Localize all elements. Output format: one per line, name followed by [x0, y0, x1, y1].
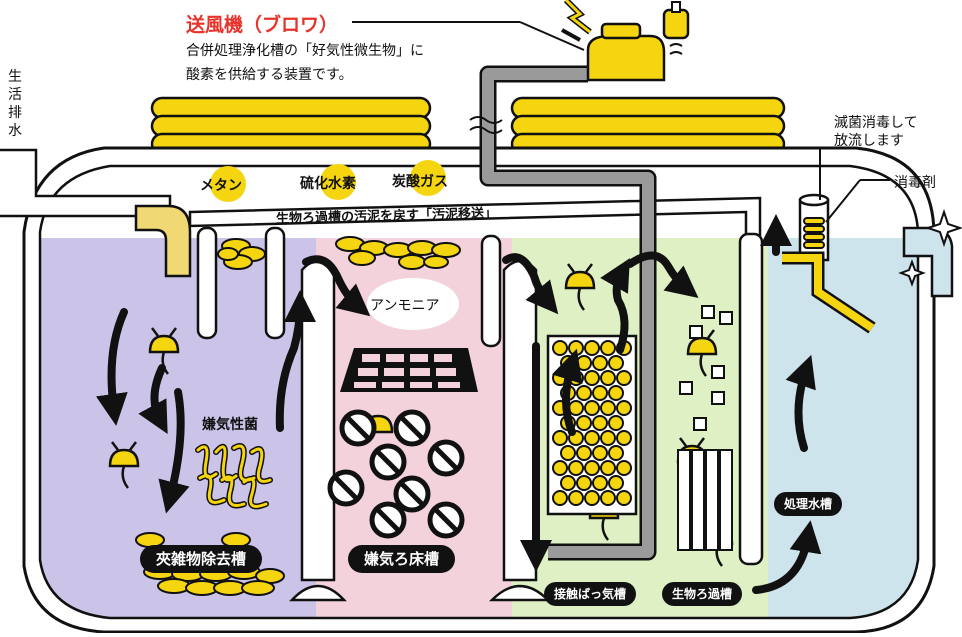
contact-media-cell	[608, 445, 624, 461]
contact-media-cell	[616, 430, 632, 446]
inlet-elbow	[134, 204, 192, 278]
contact-media-cell	[584, 430, 600, 446]
contact-media	[546, 334, 638, 516]
contact-media-cell	[592, 475, 608, 491]
contact-media-cell	[584, 340, 600, 356]
contact-media-cell	[568, 340, 584, 356]
bacteria-label: 嫌気性菌	[202, 417, 258, 433]
contact-media-cell	[616, 490, 632, 506]
tank-label-treated-water: 処理水槽	[774, 492, 843, 516]
gas-h2s-label: 硫化水素	[300, 176, 356, 192]
release-label-2: 放流します	[834, 133, 904, 149]
tank-label-screening: 夾雑物除去槽	[140, 545, 263, 573]
tank-label-contact-aeration: 接触ばっ気槽	[544, 582, 637, 606]
inlet-label-4: 水	[8, 123, 22, 139]
blower-description-2: 酸素を供給する装置です。	[186, 67, 353, 83]
inlet-label-3: 排	[8, 105, 22, 121]
contact-media-cell	[616, 370, 632, 386]
contact-media-cell	[576, 355, 592, 371]
filter-grid	[340, 348, 478, 392]
gas-co2-label: 炭酸ガス	[392, 174, 448, 190]
contact-media-cell	[560, 445, 576, 461]
tank-label-biofilter: 生物ろ過槽	[662, 582, 743, 606]
contact-media-cell	[608, 385, 624, 401]
contact-media-cell	[568, 490, 584, 506]
release-label-1: 滅菌消毒して	[834, 115, 918, 131]
contact-media-cell	[584, 400, 600, 416]
contact-media-cell	[552, 460, 568, 476]
gas-methane-label: メタン	[200, 178, 242, 194]
contact-media-cell	[600, 460, 616, 476]
contact-media-cell	[600, 370, 616, 386]
contact-media-cell	[592, 415, 608, 431]
contact-media-cell	[568, 460, 584, 476]
contact-media-cell	[552, 430, 568, 446]
contact-media-cell	[584, 370, 600, 386]
tank-inner-wall	[38, 164, 920, 620]
contact-media-cell	[616, 400, 632, 416]
contact-media-cell	[576, 445, 592, 461]
contact-media-cell	[616, 460, 632, 476]
scum-layer	[217, 236, 461, 270]
contact-media-cell	[584, 460, 600, 476]
blower-title: 送風機（ブロワ）	[186, 14, 339, 36]
contact-media-cell	[592, 445, 608, 461]
gas-bubbles	[210, 160, 446, 202]
contact-media-cell	[600, 430, 616, 446]
contact-media-cell	[584, 490, 600, 506]
baffles	[196, 226, 764, 602]
contact-media-cell	[608, 475, 624, 491]
disinfectant-label: 消毒剤	[894, 175, 936, 191]
contact-media-cell	[608, 355, 624, 371]
contact-media-cell	[608, 415, 624, 431]
disinfection-unit	[782, 193, 876, 334]
biofilter-media	[677, 305, 733, 551]
contact-media-cell	[568, 400, 584, 416]
contact-media-cell	[552, 340, 568, 356]
contact-media-cell	[592, 385, 608, 401]
contact-media-cell	[576, 385, 592, 401]
contact-media-cell	[552, 490, 568, 506]
outlet-pipe	[898, 208, 962, 298]
left-lid	[150, 96, 432, 156]
flow-arrows	[95, 214, 822, 594]
blower-unit	[561, 0, 690, 82]
ammonia-label: アンモニア	[370, 298, 440, 314]
inlet-label-1: 生	[8, 69, 22, 85]
contact-media-cell	[576, 475, 592, 491]
ammonia-cloud	[367, 278, 459, 330]
contact-media-cell	[600, 340, 616, 356]
contact-media-cell	[560, 475, 576, 491]
contact-media-cell	[576, 415, 592, 431]
inlet-label-2: 活	[8, 87, 22, 103]
right-lid	[510, 96, 786, 156]
contact-media-cell	[600, 400, 616, 416]
tank-label-anaerobic-filter: 嫌気ろ床槽	[348, 545, 456, 573]
blower-description-1: 合併処理浄化槽の「好気性微生物」に	[186, 43, 424, 59]
contact-media-cell	[592, 355, 608, 371]
contact-media-cell	[600, 490, 616, 506]
